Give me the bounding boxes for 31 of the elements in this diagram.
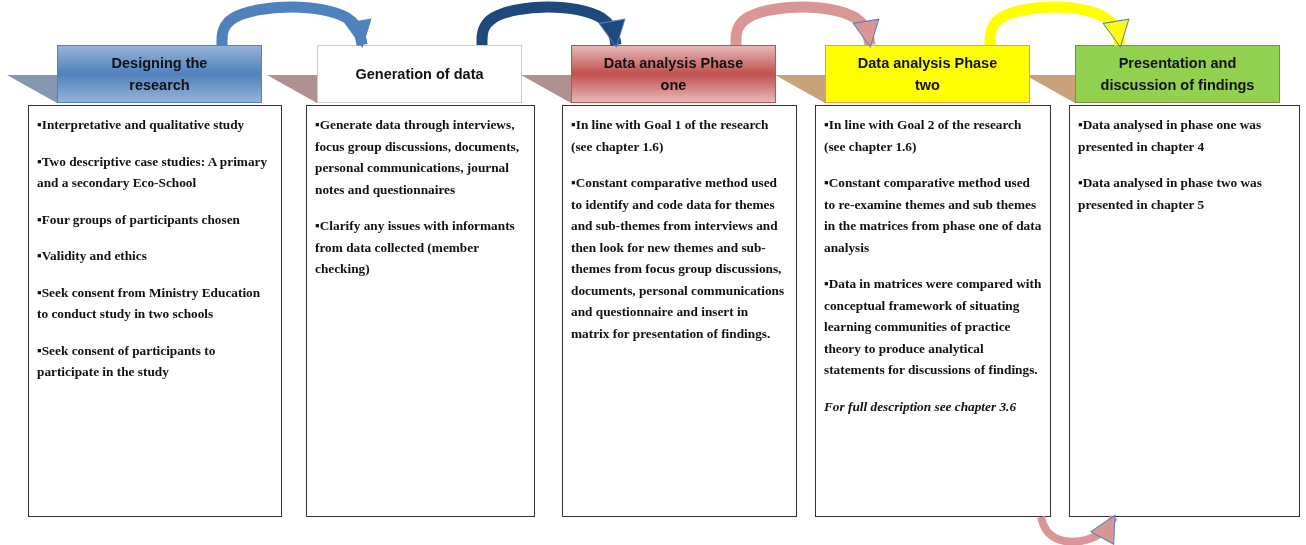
header-title: Presentation and discussion of findings	[1099, 53, 1256, 95]
bullet-text: ▪Constant comparative method used to re-examine themes and sub themes in the matrices from phase one of data analysis	[824, 174, 1042, 257]
bullet-text: ▪Clarify any issues with informants from data collected (member checking)	[315, 217, 516, 278]
header-title: Generation of data	[355, 64, 484, 84]
bullet-text: ▪In line with Goal 1 of the research (see chapter 1.6)	[571, 116, 770, 156]
stage-content-box	[306, 105, 535, 517]
bullet-text: ▪Seek consent of participants to participate in the study	[37, 341, 217, 381]
stage-content-box	[28, 105, 282, 517]
header-title: Data analysis Phase two	[856, 53, 999, 95]
stage-content-box	[562, 105, 797, 517]
header-title: Designing the research	[110, 53, 209, 95]
stage-header	[571, 45, 776, 103]
bullet-text: ▪Interpretative and qualitative study	[37, 116, 246, 134]
bullet-text: For full description see chapter 3.6	[824, 397, 1018, 416]
bullet-text: ▪Data in matrices were compared with conceptual framework of situating learning communities of practice theory to produce analytical statements for discussions of findings.	[824, 275, 1042, 379]
bullet-text: ▪Generate data through interviews, focus group discussions, documents, personal communications, journal notes and questionnaires	[315, 116, 521, 199]
stage-header	[825, 45, 1030, 103]
bullet-text: ▪Data analysed in phase two was presented in chapter 5	[1078, 174, 1263, 214]
bullet-text: ▪Data analysed in phase one was presented in chapter 4	[1078, 116, 1263, 156]
bullet-text: ▪Four groups of participants chosen	[37, 210, 241, 229]
stage-content-box	[1069, 105, 1300, 517]
bullet-text: ▪Constant comparative method used to identify and code data for themes and sub-themes from interviews and then look for new themes and sub-themes from focus group discussions, documents, personal communications and questionnaire and insert in matrix for presentation of findings.	[571, 174, 786, 343]
stage-header	[317, 45, 522, 103]
header-title: Data analysis Phase one	[602, 53, 745, 95]
bullet-text: ▪Seek consent from Ministry Education to conduct study in two schools	[37, 283, 262, 323]
bullet-text: ▪In line with Goal 2 of the research (see chapter 1.6)	[824, 116, 1023, 156]
bullet-text: ▪Two descriptive case studies: A primary and a secondary Eco-School	[37, 152, 269, 192]
bullet-text: ▪Validity and ethics	[37, 247, 148, 265]
stage-content-box	[815, 105, 1051, 517]
stage-header	[1075, 45, 1280, 103]
stage-header	[57, 45, 262, 103]
